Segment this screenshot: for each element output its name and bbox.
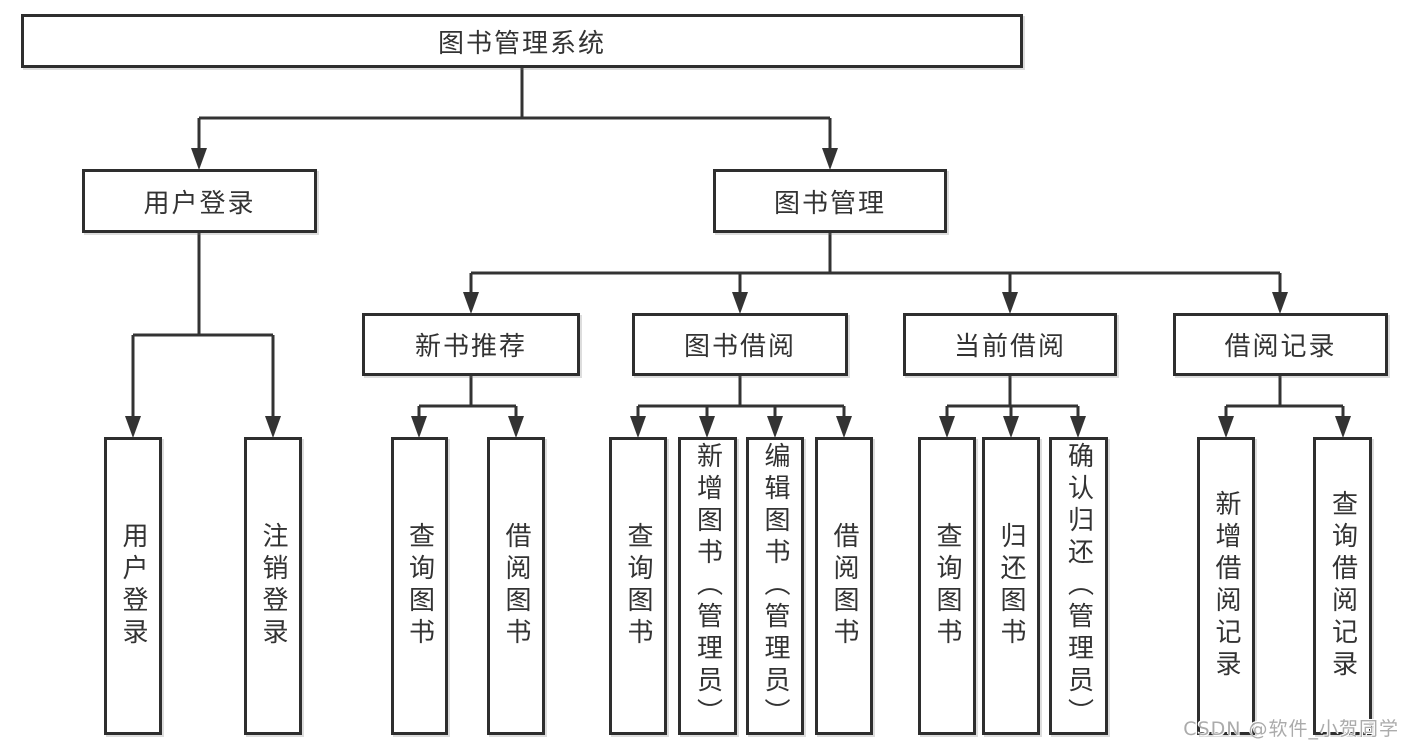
- node-borrowing-records: 借阅记录: [1173, 313, 1388, 376]
- arrowhead-icon: [836, 416, 852, 438]
- node-label: 新书推荐: [414, 332, 527, 362]
- arrowhead-icon: [699, 416, 715, 438]
- arrowhead-icon: [630, 416, 646, 438]
- node-book-management: 图书管理: [713, 169, 947, 233]
- node-leaf-add-books-admin: 新增图书（管理员）: [678, 437, 737, 735]
- node-label: 当前借阅: [953, 332, 1066, 362]
- node-root: 图书管理系统: [21, 14, 1023, 68]
- node-label: 用户登录: [143, 188, 256, 219]
- node-leaf-confirm-return-admin: 确认归还（管理员）: [1049, 437, 1108, 735]
- node-user-login: 用户登录: [82, 169, 317, 233]
- arrowhead-icon: [732, 292, 748, 314]
- node-label: 查询借阅记录: [1327, 490, 1358, 682]
- node-label: 图书借阅: [683, 332, 796, 362]
- node-label: 借阅图书: [501, 522, 531, 650]
- node-label: 新增借阅记录: [1211, 490, 1241, 682]
- node-label: 查询图书: [932, 522, 962, 650]
- node-current-borrowing: 当前借阅: [903, 313, 1117, 376]
- watermark-text: CSDN @软件_小贺同学: [1183, 718, 1399, 740]
- node-leaf-query-borrow-record: 查询借阅记录: [1313, 437, 1372, 735]
- arrowhead-icon: [265, 416, 281, 438]
- node-leaf-logout: 注销登录: [244, 437, 302, 735]
- arrowhead-icon: [463, 292, 479, 314]
- node-label: 归还图书: [996, 522, 1026, 650]
- node-label: 借阅记录: [1224, 332, 1337, 362]
- arrowhead-icon: [1218, 416, 1234, 438]
- arrowhead-icon: [939, 416, 955, 438]
- arrowhead-icon: [1272, 292, 1288, 314]
- node-book-borrowing: 图书借阅: [632, 313, 848, 376]
- node-leaf-borrow-books-1: 借阅图书: [487, 437, 545, 735]
- arrowhead-icon: [767, 416, 783, 438]
- node-label: 编辑图书（管理员）: [760, 442, 790, 730]
- arrowhead-icon: [1002, 292, 1018, 314]
- node-new-book-recommend: 新书推荐: [362, 313, 580, 376]
- arrowhead-icon: [1003, 416, 1019, 438]
- node-leaf-query-books-1: 查询图书: [391, 437, 448, 735]
- arrowhead-icon: [822, 148, 838, 170]
- arrowhead-icon: [191, 148, 207, 170]
- node-label: 用户登录: [118, 522, 148, 650]
- node-label: 注销登录: [258, 522, 288, 650]
- node-label: 查询图书: [623, 522, 653, 650]
- node-leaf-query-books-2: 查询图书: [609, 437, 667, 735]
- node-label: 图书管理: [773, 188, 886, 219]
- node-leaf-query-books-3: 查询图书: [918, 437, 976, 735]
- node-leaf-edit-books-admin: 编辑图书（管理员）: [746, 437, 804, 735]
- arrowhead-icon: [411, 416, 427, 438]
- node-label: 查询图书: [404, 522, 435, 650]
- node-label: 新增图书（管理员）: [692, 442, 723, 730]
- node-label: 确认归还（管理员）: [1063, 442, 1094, 730]
- arrowhead-icon: [508, 416, 524, 438]
- node-leaf-user-login: 用户登录: [104, 437, 162, 735]
- node-label: 借阅图书: [829, 522, 859, 650]
- node-leaf-add-borrow-record: 新增借阅记录: [1197, 437, 1255, 735]
- arrowhead-icon: [1335, 416, 1351, 438]
- node-label: 图书管理系统: [437, 28, 606, 59]
- node-leaf-return-books: 归还图书: [982, 437, 1040, 735]
- arrowhead-icon: [1070, 416, 1086, 438]
- node-leaf-borrow-books-2: 借阅图书: [815, 437, 873, 735]
- arrowhead-icon: [125, 416, 141, 438]
